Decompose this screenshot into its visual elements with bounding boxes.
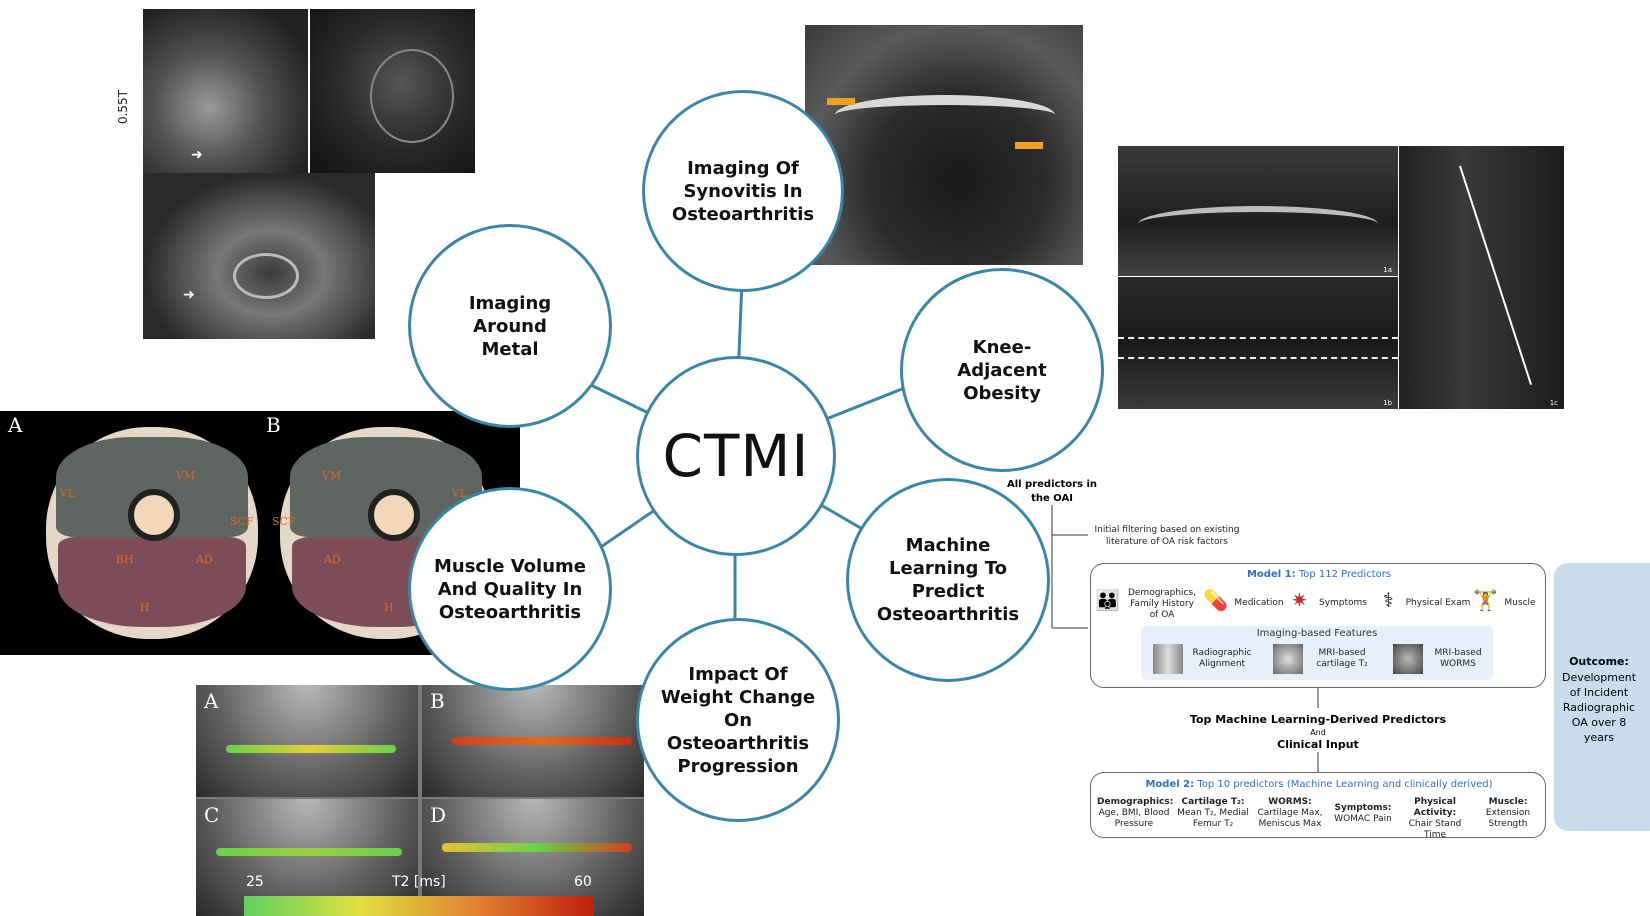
outcome-box: Outcome: Development of Incident Radiogr… (1554, 563, 1650, 831)
filter-note: Initial filtering based on existing lite… (1094, 525, 1240, 547)
model-1-feature: Muscle (1504, 598, 1536, 608)
model-1-title: Top 112 Predictors (1298, 569, 1392, 580)
topic-node-synovitis: Imaging Of Synovitis In Osteoarthritis (642, 90, 844, 292)
model-1-feature: Medication (1234, 598, 1284, 608)
obesity-mri-image-1a: 1a (1118, 146, 1398, 276)
topic-label: Machine Learning To Predict Osteoarthrit… (876, 535, 1020, 625)
arrow-marker (1015, 142, 1043, 149)
outcome-body: Development of Incident Radiographic OA … (1561, 671, 1637, 744)
middle-and: And (1310, 728, 1326, 737)
model-1-prefix: Model 1: (1246, 569, 1296, 580)
thigh-section-left: VL VM SCF AD BH H (46, 427, 258, 639)
mri-thumbnail (1273, 644, 1303, 674)
family-icon: 👪 (1095, 588, 1120, 612)
imaging-feature: Radiographic Alignment (1192, 648, 1252, 669)
imaging-feature: MRI-based WORMS (1434, 648, 1482, 669)
model-1-feature: Symptoms (1318, 598, 1367, 608)
synovitis-mri-image (805, 25, 1083, 265)
center-node: CTMI (636, 356, 836, 556)
metal-mri-image-2 (310, 9, 475, 173)
panel-label: B (266, 413, 281, 437)
flowchart-top-label: All predictors in the OAI (1006, 479, 1098, 504)
middle-label-2: Clinical Input (1277, 738, 1359, 751)
obesity-mri-image-1c: 1c (1399, 146, 1564, 409)
model-2-item: Physical Activity: Chair Stand Time (1408, 797, 1462, 840)
model-2-item: WORMS: Cartilage Max, Meniscus Max (1257, 797, 1323, 829)
cartilage-t2-map-image: A B C D 25 T2 [ms] 60 (196, 685, 644, 916)
mri-thumbnail (1393, 644, 1423, 674)
topic-label: Knee-Adjacent Obesity (957, 336, 1047, 404)
model-2-item: Cartilage T₂: Mean T₂, Medial Femur T₂ (1177, 797, 1249, 829)
obesity-mri-image-1b: 1b (1118, 277, 1398, 409)
metal-mri-image-1: ➜ (143, 9, 308, 173)
middle-label-1: Top Machine Learning-Derived Predictors (1189, 713, 1447, 726)
model-2-title: Top 10 predictors (Machine Learning and … (1197, 779, 1493, 790)
model-1-feature: Demographics, Family History of OA (1127, 588, 1197, 620)
doctor-icon: ⚕ (1383, 588, 1394, 612)
arrow-marker: ➜ (183, 287, 195, 303)
panel-label: A (204, 689, 219, 713)
arrow-marker: ➜ (191, 147, 203, 163)
panel-label: C (204, 803, 220, 827)
model-2-item: Muscle: Extension Strength (1485, 797, 1531, 829)
pill-bottle-icon: 💊 (1203, 588, 1228, 612)
imaging-features-title: Imaging-based Features (1256, 628, 1378, 639)
topic-label: Muscle Volume And Quality In Osteoarthri… (433, 555, 586, 623)
metal-mri-image-3: ➜ (143, 173, 375, 339)
model-2-item: Demographics: Age, BMI, Blood Pressure (1097, 797, 1174, 829)
model-2-box: Model 2: Top 10 predictors (Machine Lear… (1090, 772, 1546, 840)
dumbbell-icon: 🏋 (1473, 588, 1498, 612)
t2-scale-label: T2 [ms] (392, 874, 446, 890)
panel-label: 1c (1549, 399, 1558, 407)
t2-color-scale (244, 896, 594, 916)
imaging-feature: MRI-based cartilage T₂ (1316, 648, 1368, 669)
topic-label: Imaging Of Synovitis In Osteoarthritis (671, 157, 815, 225)
panel-label: 1a (1383, 266, 1392, 274)
outcome-head: Outcome: (1569, 655, 1629, 668)
t2-scale-max: 60 (574, 874, 592, 890)
t2-scale-min: 25 (246, 874, 264, 890)
topic-node-ml: Machine Learning To Predict Osteoarthrit… (846, 478, 1050, 682)
panel-label: B (430, 689, 445, 713)
model-1-box: Model 1: Top 112 Predictors 👪 Demographi… (1090, 563, 1546, 688)
model-1-feature: Physical Exam (1405, 598, 1471, 608)
topic-label: Impact Of Weight Change On Osteoarthriti… (660, 663, 816, 777)
knee-pain-icon: ✷ (1291, 588, 1308, 612)
topic-node-metal: Imaging Around Metal (408, 224, 612, 428)
topic-label: Imaging Around Metal (468, 292, 552, 360)
model-2-prefix: Model 2: (1145, 779, 1195, 790)
panel-label: 1b (1383, 399, 1392, 407)
topic-node-obesity: Knee-Adjacent Obesity (900, 268, 1104, 472)
arrow-marker (827, 98, 855, 105)
xray-thumbnail (1153, 644, 1183, 674)
imaging-features-panel: Imaging-based Features Radiographic Alig… (1141, 626, 1493, 680)
panel-label: D (430, 803, 447, 827)
topic-node-weight: Impact Of Weight Change On Osteoarthriti… (636, 618, 840, 822)
panel-label: A (8, 413, 23, 437)
model-2-item: Symptoms: WOMAC Pain (1334, 803, 1392, 824)
topic-node-muscle: Muscle Volume And Quality In Osteoarthri… (408, 487, 612, 691)
